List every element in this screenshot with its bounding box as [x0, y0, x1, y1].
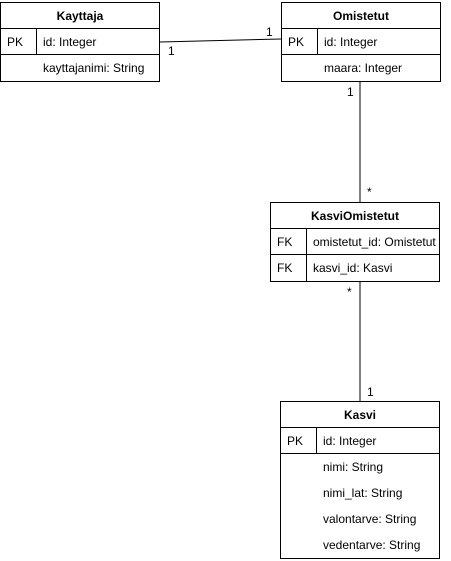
- entity-kasviomistetut[interactable]: KasviOmistetut FK omistetut_id: Omistetu…: [270, 202, 440, 282]
- entity-title: Omistetut: [282, 3, 440, 29]
- key-row: FK omistetut_id: Omistetut: [271, 229, 439, 255]
- entity-omistetut[interactable]: Omistetut PK id: Integer maara: Integer: [281, 2, 441, 82]
- key-label: PK: [281, 428, 317, 453]
- attribute: id: Integer: [323, 434, 377, 448]
- attribute: maara: Integer: [324, 61, 403, 75]
- mult-kasviomistetut-bottom: *: [347, 285, 352, 299]
- attribute-row: valontarve: String: [281, 506, 439, 532]
- entity-title: Kayttaja: [1, 3, 159, 29]
- attribute-row: kayttajanimi: String: [1, 55, 159, 81]
- attribute-row: nimi: String: [281, 454, 439, 480]
- entity-title: Kasvi: [281, 402, 439, 428]
- attribute: vedentarve: String: [323, 538, 421, 552]
- kayttaja-omistetut-line: [159, 38, 282, 43]
- entity-title: KasviOmistetut: [271, 203, 439, 229]
- key-row: FK kasvi_id: Kasvi: [271, 255, 439, 281]
- mult-kasviomistetut-top: *: [367, 185, 372, 199]
- key-row: PK id: Integer: [281, 428, 439, 454]
- mult-omistetut-bottom: 1: [347, 85, 354, 99]
- attribute: nimi_lat: String: [323, 486, 403, 500]
- attribute: nimi: String: [323, 460, 384, 474]
- entity-kasvi[interactable]: Kasvi PK id: Integer nimi: String nimi_l…: [280, 401, 440, 559]
- mult-kasvi-top: 1: [367, 385, 374, 399]
- key-label: PK: [1, 29, 37, 54]
- key-label: FK: [271, 229, 307, 254]
- attribute: id: Integer: [43, 35, 97, 49]
- attribute: valontarve: String: [323, 512, 417, 526]
- attribute: kayttajanimi: String: [43, 61, 145, 75]
- attribute: id: Integer: [324, 35, 378, 49]
- attribute-row: maara: Integer: [282, 55, 440, 81]
- key-row: PK id: Integer: [1, 29, 159, 55]
- key-label: PK: [282, 29, 318, 54]
- attribute: kasvi_id: Kasvi: [313, 261, 393, 275]
- mult-omistetut-side: 1: [266, 25, 273, 39]
- mult-kayttaja-side: 1: [168, 44, 175, 58]
- key-row: PK id: Integer: [282, 29, 440, 55]
- attribute-row: nimi_lat: String: [281, 480, 439, 506]
- entity-kayttaja[interactable]: Kayttaja PK id: Integer kayttajanimi: St…: [0, 2, 160, 82]
- attribute: omistetut_id: Omistetut: [313, 235, 436, 249]
- key-label: FK: [271, 255, 307, 281]
- attribute-row: vedentarve: String: [281, 532, 439, 558]
